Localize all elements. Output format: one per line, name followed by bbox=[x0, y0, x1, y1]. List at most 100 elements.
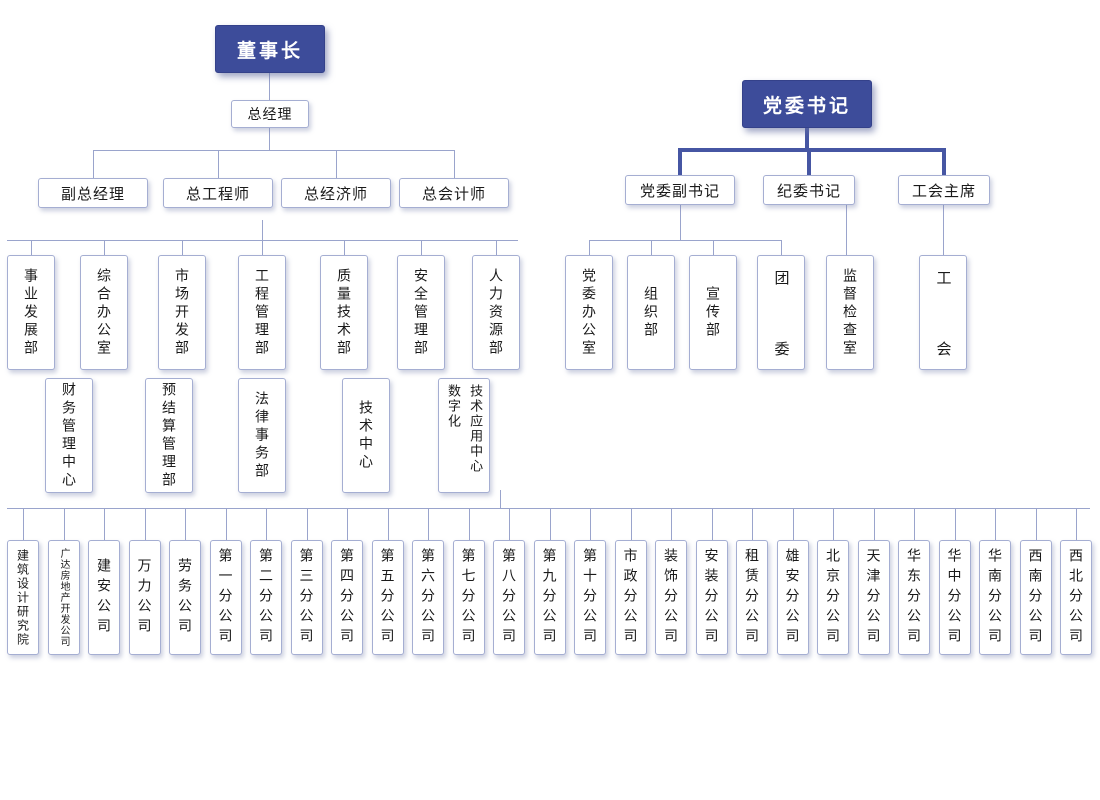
subsidiary-node: 劳务公司 bbox=[169, 540, 201, 655]
connector-line bbox=[630, 508, 632, 540]
connector-line bbox=[780, 240, 782, 255]
department-node: 预结算管理部 bbox=[145, 378, 193, 493]
department-node: 市场开发部 bbox=[158, 255, 206, 370]
connector-line bbox=[792, 508, 794, 540]
connector-line bbox=[678, 150, 682, 175]
subsidiary-node: 第六分公司 bbox=[412, 540, 444, 655]
subsidiary-node: 天津分公司 bbox=[857, 540, 890, 655]
connector-line bbox=[1075, 508, 1077, 540]
connector-line bbox=[468, 508, 470, 540]
party-office-node: 组织部 bbox=[627, 255, 675, 370]
general-manager-node: 总经理 bbox=[231, 100, 309, 128]
connector-line bbox=[335, 150, 337, 178]
deputy-node: 总经济师 bbox=[281, 178, 391, 208]
subsidiary-node: 西北分公司 bbox=[1060, 540, 1092, 655]
connector-line bbox=[549, 508, 551, 540]
connector-line bbox=[942, 150, 946, 175]
connector-line bbox=[588, 240, 590, 255]
subsidiary-node: 装饰分公司 bbox=[655, 540, 687, 655]
connector-line bbox=[712, 240, 714, 255]
department-node: 人力资源部 bbox=[472, 255, 520, 370]
department-node: 技术中心 bbox=[342, 378, 390, 493]
connector-line bbox=[269, 73, 270, 100]
connector-line bbox=[420, 240, 422, 255]
subsidiary-node: 第九分公司 bbox=[533, 540, 566, 655]
connector-line bbox=[807, 150, 811, 175]
subsidiary-node: 建筑设计研究院 bbox=[7, 540, 39, 655]
connector-line bbox=[994, 508, 996, 540]
connector-line bbox=[93, 150, 454, 151]
party-leader-node: 工会主席 bbox=[898, 175, 990, 205]
subsidiary-node: 广达房地产开发公司 bbox=[47, 540, 80, 655]
connector-line bbox=[261, 240, 263, 255]
connector-line bbox=[265, 508, 267, 540]
party-office-node: 宣传部 bbox=[689, 255, 737, 370]
connector-line bbox=[500, 490, 501, 508]
subsidiary-node: 第二分公司 bbox=[250, 540, 282, 655]
department-node: 技术应用中心数字化 bbox=[438, 378, 490, 493]
party-leader-node: 纪委书记 bbox=[763, 175, 855, 205]
subsidiary-node: 华东分公司 bbox=[898, 540, 930, 655]
subsidiary-node: 雄安分公司 bbox=[776, 540, 809, 655]
connector-line bbox=[184, 508, 186, 540]
department-node: 财务管理中心 bbox=[45, 378, 93, 493]
connector-line bbox=[217, 150, 219, 178]
department-node: 综合办公室 bbox=[80, 255, 128, 370]
connector-line bbox=[343, 240, 345, 255]
subsidiary-node: 西南分公司 bbox=[1019, 540, 1052, 655]
connector-line bbox=[846, 205, 847, 255]
connector-line bbox=[427, 508, 429, 540]
subsidiary-node: 租赁分公司 bbox=[736, 540, 768, 655]
department-node: 安全管理部 bbox=[397, 255, 445, 370]
department-node: 质量技术部 bbox=[320, 255, 368, 370]
connector-line bbox=[269, 128, 270, 150]
subsidiary-node: 万力公司 bbox=[128, 540, 161, 655]
connector-line bbox=[7, 240, 518, 241]
connector-line bbox=[711, 508, 713, 540]
connector-line bbox=[346, 508, 348, 540]
deputy-node: 副总经理 bbox=[38, 178, 148, 208]
party-leader-node: 党委副书记 bbox=[625, 175, 735, 205]
party-office-node: 党委办公室 bbox=[565, 255, 613, 370]
connector-line bbox=[751, 508, 753, 540]
subsidiary-node: 建安公司 bbox=[88, 540, 120, 655]
connector-line bbox=[495, 240, 497, 255]
subsidiary-node: 第四分公司 bbox=[331, 540, 363, 655]
discipline-office-node: 监督检查室 bbox=[826, 255, 874, 370]
deputy-node: 总会计师 bbox=[399, 178, 509, 208]
connector-line bbox=[805, 128, 809, 150]
subsidiary-node: 安装分公司 bbox=[695, 540, 728, 655]
connector-line bbox=[589, 508, 591, 540]
subsidiary-node: 第八分公司 bbox=[493, 540, 525, 655]
connector-line bbox=[913, 508, 915, 540]
connector-line bbox=[30, 240, 32, 255]
connector-line bbox=[678, 148, 946, 152]
subsidiary-node: 第三分公司 bbox=[290, 540, 323, 655]
connector-line bbox=[63, 508, 65, 540]
union-office-node: 工会 bbox=[919, 255, 967, 412]
connector-line bbox=[832, 508, 834, 540]
connector-line bbox=[1035, 508, 1037, 540]
connector-line bbox=[873, 508, 875, 540]
subsidiary-node: 第五分公司 bbox=[371, 540, 404, 655]
connector-line bbox=[453, 150, 455, 178]
department-node: 工程管理部 bbox=[238, 255, 286, 370]
connector-line bbox=[508, 508, 510, 540]
department-node: 事业发展部 bbox=[7, 255, 55, 370]
chairman-node: 董事长 bbox=[215, 25, 325, 73]
connector-line bbox=[943, 205, 944, 255]
party-office-node: 团委 bbox=[757, 255, 805, 412]
connector-line bbox=[589, 240, 781, 241]
subsidiary-node: 华南分公司 bbox=[979, 540, 1011, 655]
connector-line bbox=[181, 240, 183, 255]
subsidiary-node: 第一分公司 bbox=[209, 540, 242, 655]
party-secretary-node: 党委书记 bbox=[742, 80, 872, 128]
subsidiary-node: 北京分公司 bbox=[817, 540, 849, 655]
connector-line bbox=[954, 508, 956, 540]
connector-line bbox=[306, 508, 308, 540]
connector-line bbox=[92, 150, 94, 178]
subsidiary-node: 华中分公司 bbox=[938, 540, 971, 655]
connector-line bbox=[387, 508, 389, 540]
connector-line bbox=[7, 508, 1090, 509]
